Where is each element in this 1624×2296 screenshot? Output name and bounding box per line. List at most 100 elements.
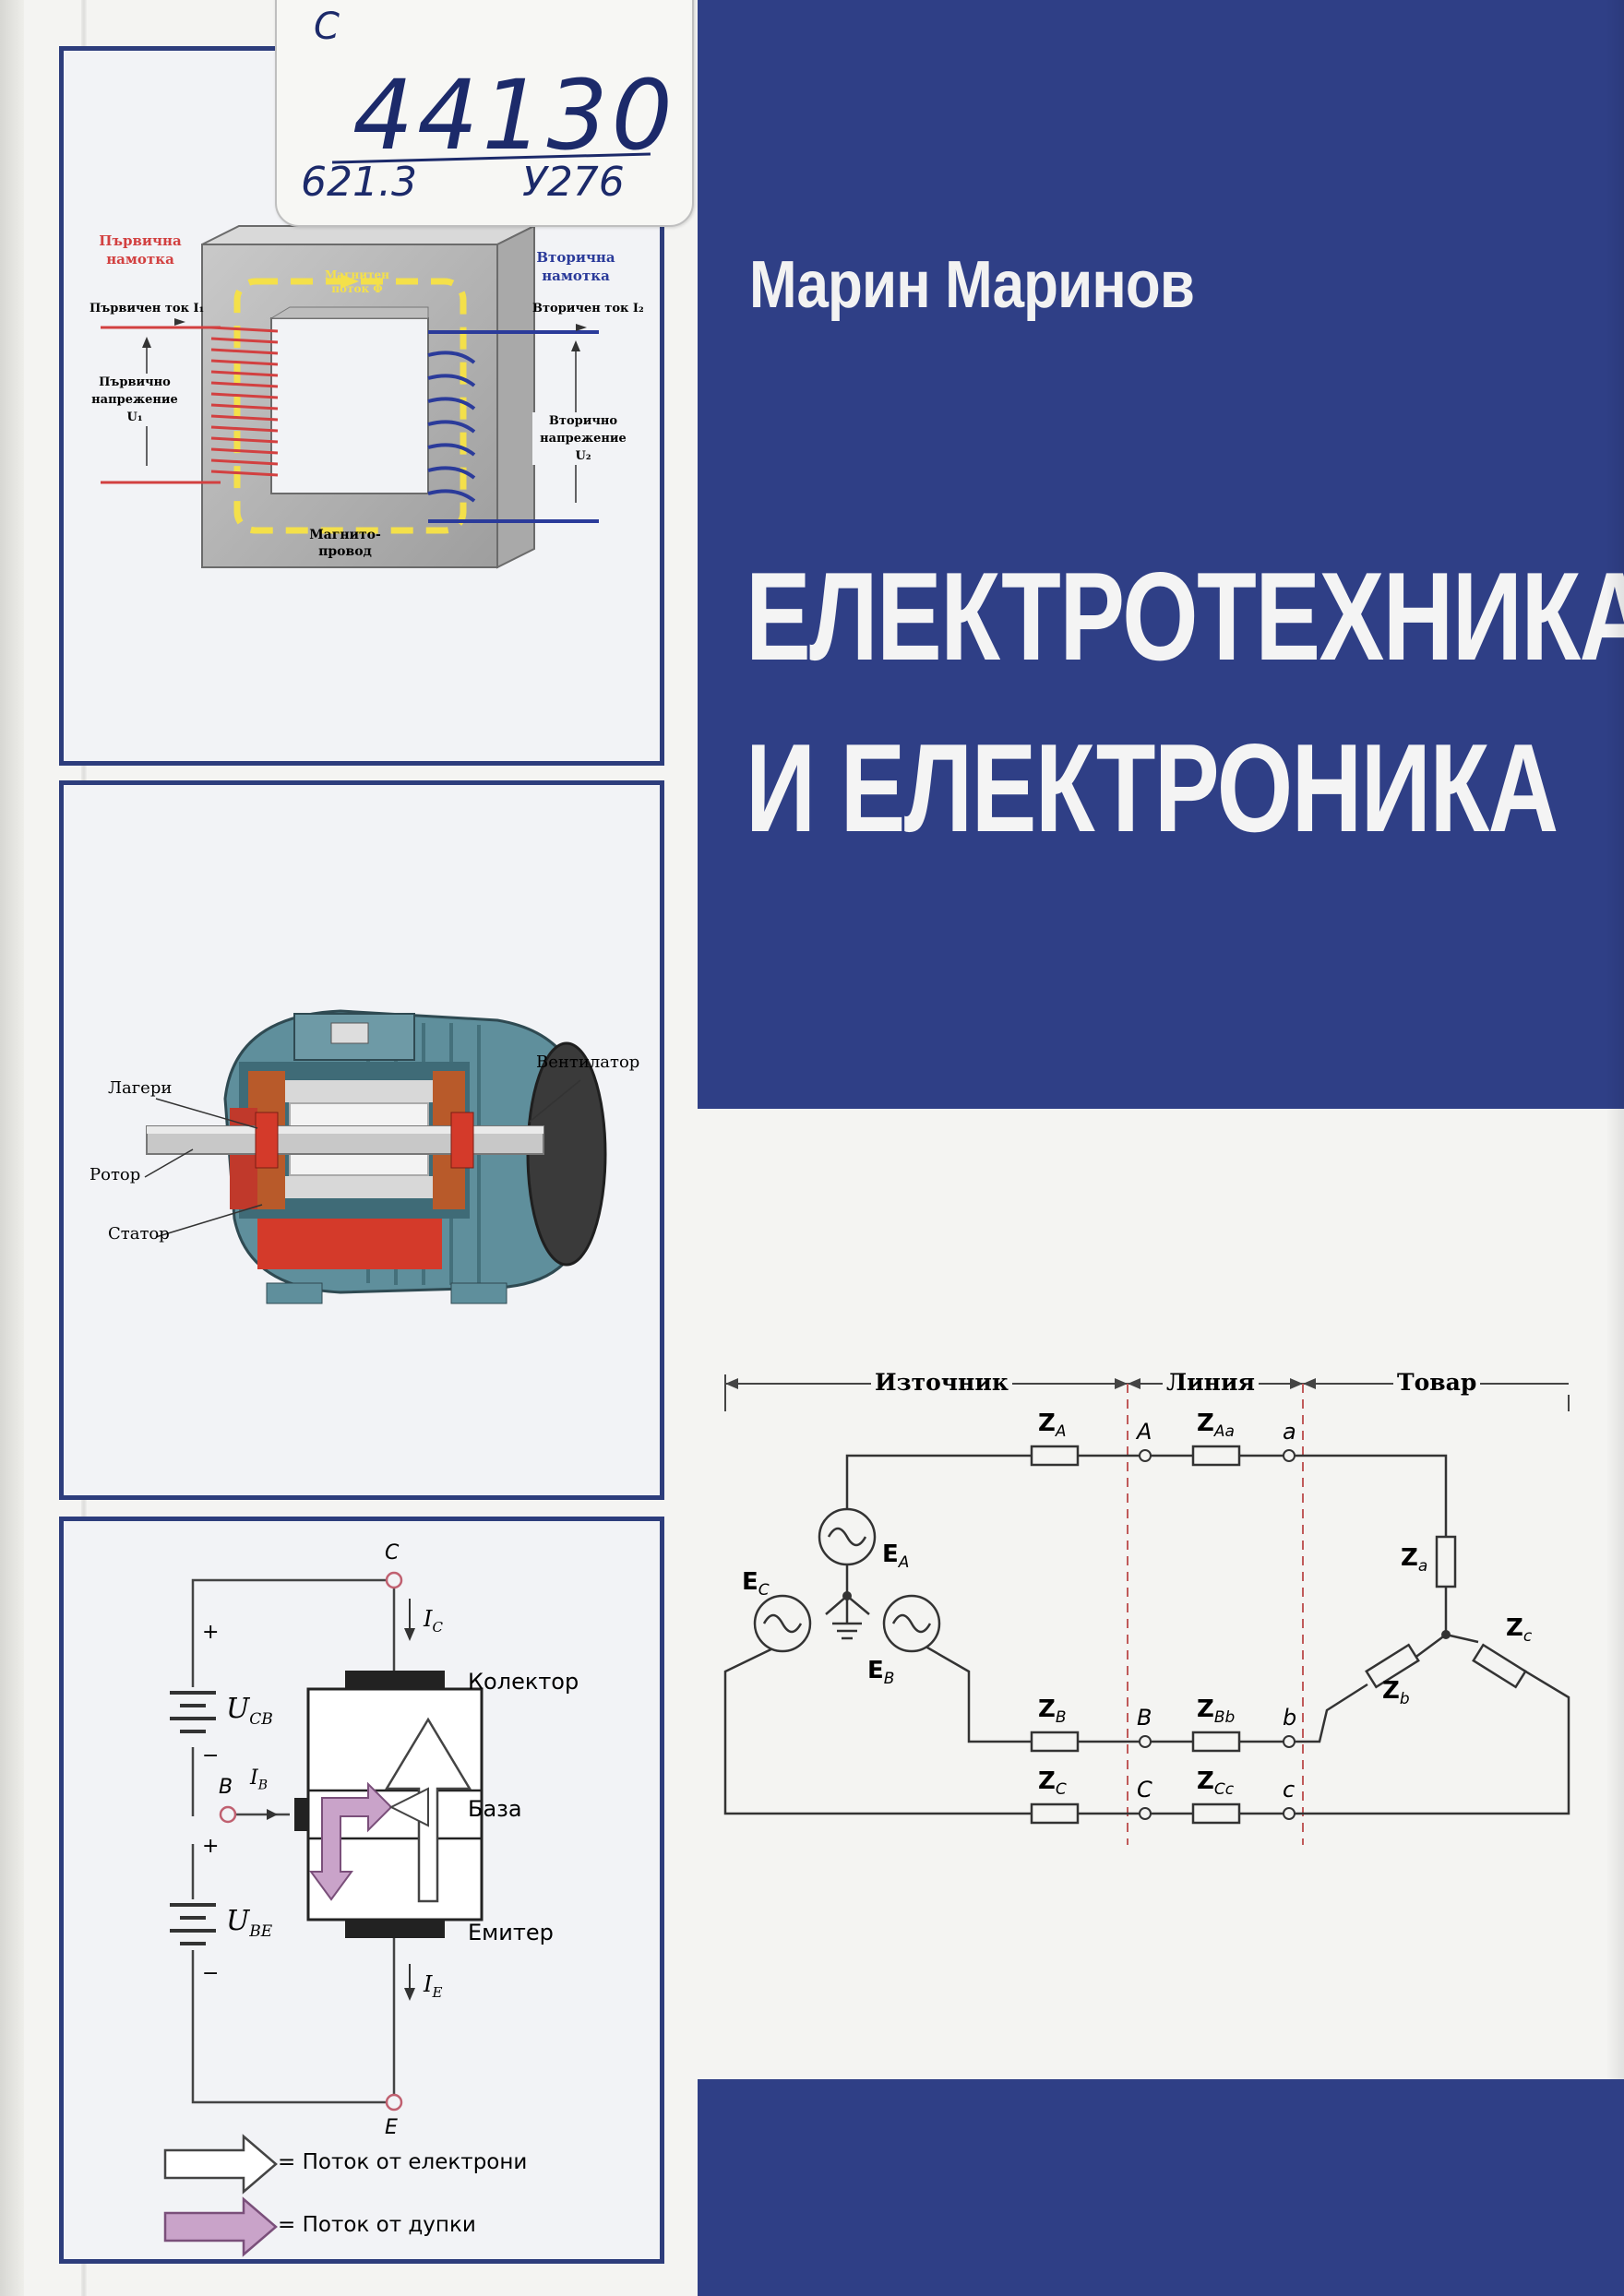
ea-label: EA: [882, 1541, 910, 1573]
primary-winding-label: Първична намотка: [99, 232, 182, 268]
terminal-e: [385, 2093, 403, 2112]
zbb-label: ZBb: [1197, 1695, 1236, 1728]
u2-arrow-icon: [571, 340, 580, 351]
battery-ucb: [170, 1691, 216, 1733]
fan-label: Вентилатор: [536, 1053, 640, 1072]
secondary-winding-label: Вторична намотка: [536, 249, 615, 284]
ucb-minus-sign: −: [202, 1744, 220, 1767]
node-c-label: c: [1283, 1777, 1296, 1802]
transformer-diagram: [101, 224, 599, 569]
legend-hole-arrow-icon: [163, 2196, 278, 2257]
ic-arrow-icon: [404, 1628, 415, 1641]
impedance-zb: [1030, 1731, 1080, 1753]
legend-electron-arrow-icon: [163, 2134, 278, 2195]
collector-contact: [345, 1671, 445, 1689]
three-phase-schematic: [723, 1374, 1570, 1845]
bearings-label: Лагери: [108, 1078, 173, 1098]
terminal-c: [385, 1571, 403, 1589]
legend-hole-flow: = Поток от дупки: [278, 2213, 476, 2237]
primary-current-label: Първичен ток I₁: [90, 302, 205, 315]
node-e-label: E: [385, 2116, 398, 2139]
ie-label: IE: [424, 1971, 443, 2001]
ucb-label: UCB: [226, 1693, 273, 1729]
node-c-label: C: [385, 1541, 400, 1564]
stator-label: Статор: [108, 1224, 170, 1243]
library-sticker: С 44130 621.3 У276: [275, 0, 694, 227]
emitter-label: Емитер: [468, 1920, 554, 1945]
collector-label: Колектор: [468, 1669, 579, 1695]
terminal-b: [219, 1805, 237, 1824]
base-label: База: [468, 1796, 522, 1822]
zcc-label: ZCc: [1197, 1767, 1235, 1800]
node-B-label: B: [1137, 1705, 1152, 1731]
load-za-label: Za: [1401, 1544, 1428, 1576]
impedance-zbb: [1191, 1731, 1241, 1753]
node-b-label: B: [219, 1776, 233, 1799]
section-load-label: Товар: [1393, 1369, 1481, 1396]
node-C-label: C: [1137, 1777, 1152, 1802]
zc-label: ZC: [1038, 1767, 1067, 1800]
impedances: [1030, 1445, 1527, 1825]
source-ec: [753, 1594, 812, 1653]
ib-arrow-icon: [267, 1809, 278, 1820]
title-block: Марин Маринов ЕЛЕКТРОТЕХНИКА И ЕЛЕКТРОНИ…: [698, 0, 1624, 1109]
rotor-label: Ротор: [90, 1165, 141, 1184]
emitter-contact: [345, 1920, 445, 1938]
flux-arrow-icon: [340, 274, 359, 289]
primary-voltage-label: Първично напрежение U₁: [84, 374, 185, 426]
ube-plus-sign: +: [202, 1835, 220, 1858]
magnetic-flux-label: Магнитен поток Φ: [325, 268, 389, 295]
impedance-zaa: [1191, 1445, 1241, 1467]
ucb-plus-sign: +: [202, 1621, 220, 1644]
node-b-label: b: [1283, 1705, 1297, 1731]
title-line-2: И ЕЛЕКТРОНИКА: [746, 718, 1558, 858]
motor-illustration: [144, 1009, 607, 1304]
secondary-voltage-label: Вторично напрежение U₂: [532, 412, 634, 465]
section-line-label: Линия: [1163, 1369, 1259, 1396]
source-eb: [882, 1594, 941, 1653]
transistor-diagram: [163, 1571, 484, 2257]
ube-label: UBE: [226, 1905, 273, 1941]
primary-winding: [101, 326, 279, 484]
secondary-winding: [427, 330, 599, 523]
legend-electron-flow: = Поток от електрони: [278, 2150, 528, 2174]
spine-edge: [0, 0, 24, 2296]
impedance-load-b: [1365, 1643, 1420, 1689]
battery-ube: [170, 1903, 216, 1945]
impedance-za: [1030, 1445, 1080, 1467]
right-edge: [1606, 0, 1624, 2296]
motor-foot: [266, 1282, 323, 1304]
magnetic-core-label: Магнито-провод: [309, 528, 381, 559]
impedance-zcc: [1191, 1802, 1241, 1825]
ube-minus-sign: −: [202, 1962, 220, 1985]
impedance-zc: [1030, 1802, 1080, 1825]
zaa-label: ZAa: [1197, 1410, 1235, 1442]
node-terminals: [1139, 1449, 1296, 1820]
zb-label: ZB: [1038, 1695, 1067, 1728]
i1-arrow-icon: [174, 318, 185, 326]
core-window-shadow: [270, 317, 429, 494]
node-A-label: A: [1137, 1419, 1152, 1445]
ib-label: IB: [250, 1767, 268, 1793]
shelf-code: У276: [522, 159, 625, 206]
title-line-1: ЕЛЕКТРОТЕХНИКА: [746, 546, 1624, 686]
star-point-source: [842, 1591, 852, 1600]
core-top-face: [201, 225, 535, 245]
bearing: [255, 1112, 279, 1169]
section-source-label: Източник: [871, 1369, 1012, 1396]
star-point-load: [1441, 1630, 1451, 1639]
sticker-corner-mark: С: [314, 6, 340, 48]
eb-label: EB: [867, 1657, 895, 1689]
classification-code: 621.3: [301, 159, 417, 206]
circuit-wires: [723, 1454, 1570, 1815]
impedance-load-c: [1472, 1643, 1527, 1689]
source-ea: [818, 1507, 877, 1566]
ic-label: IC: [424, 1606, 443, 1636]
bias-circuit-wires: [191, 1578, 396, 2104]
panel-transistor: C B E IC IB IE UCB UBE + − + − Колектор …: [59, 1517, 664, 2264]
i2-arrow-icon: [576, 324, 587, 331]
load-zb-label: Zb: [1382, 1677, 1410, 1709]
secondary-current-label: Вторичен ток I₂: [532, 302, 644, 315]
three-phase-circuit: Източник Линия Товар ZA ZB ZC ZAa ZBb ZC…: [710, 1347, 1587, 1863]
ec-label: EC: [742, 1568, 770, 1600]
